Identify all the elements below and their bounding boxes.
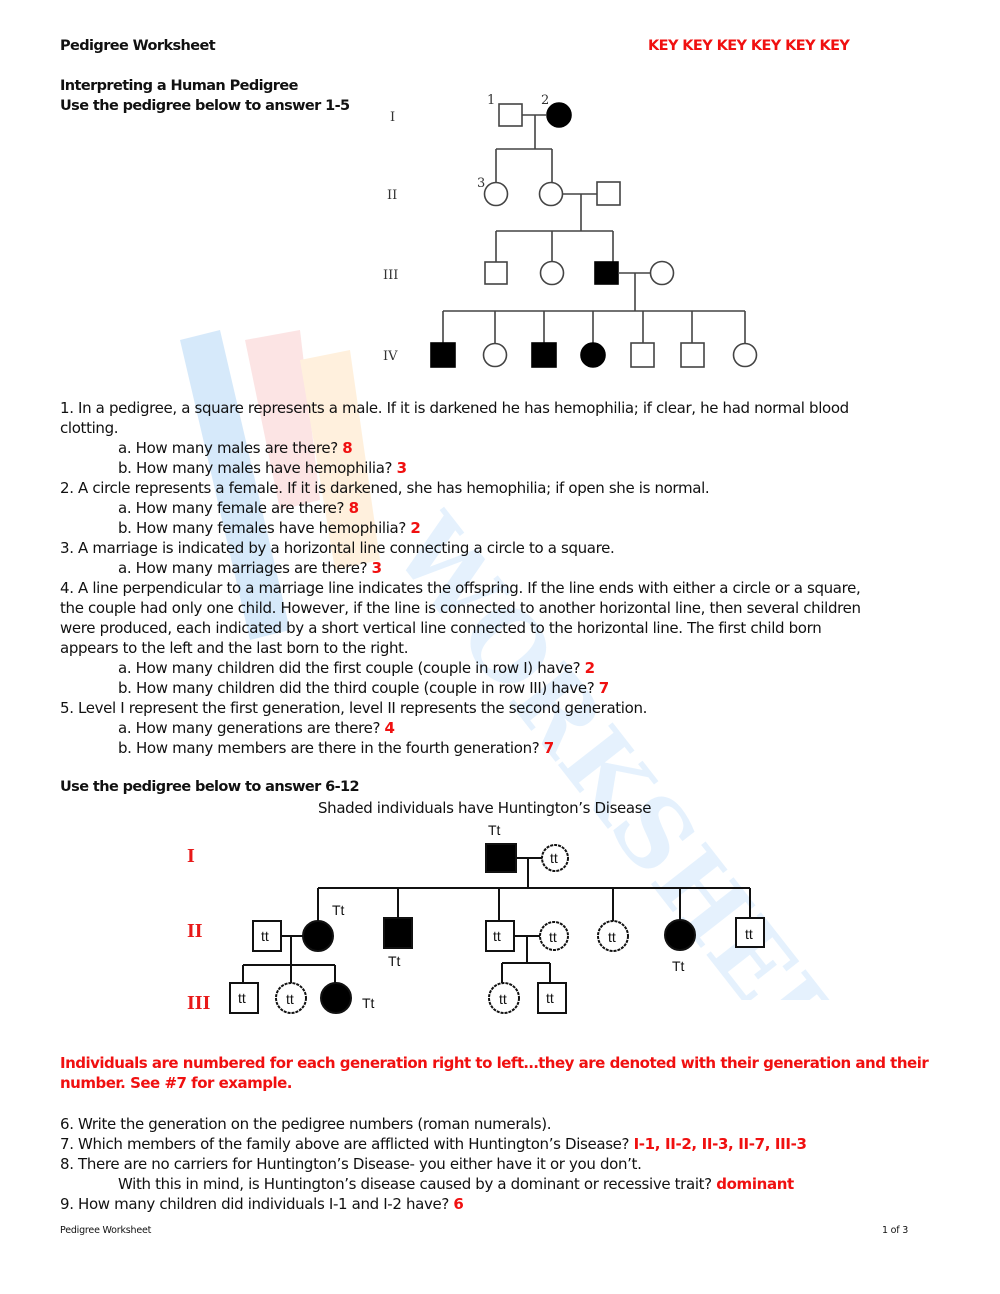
- individual-number-2: 2: [541, 93, 549, 108]
- page-number: 1 of 3: [882, 1225, 909, 1236]
- question-5a: a. How many generations are there? 4: [118, 719, 395, 737]
- individual-number-3: 3: [477, 176, 485, 191]
- answer-4b: 7: [598, 679, 609, 697]
- question-4b: b. How many children did the third coupl…: [118, 679, 609, 697]
- generation-label-III: III: [383, 268, 398, 283]
- generation-label-III: III: [187, 992, 211, 1014]
- pedigree-chart-hemophilia: I II III IV 1 2 3: [383, 93, 758, 368]
- numbering-note-line1: Individuals are numbered for each genera…: [60, 1054, 929, 1072]
- section1-instruction: Use the pedigree below to answer 1-5: [60, 98, 350, 114]
- generation-label-II: II: [387, 188, 397, 203]
- question-1: 1. In a pedigree, a square represents a …: [60, 399, 849, 417]
- genotype-label: tt: [550, 850, 558, 866]
- answer-key-banner: KEY KEY KEY KEY KEY KEY: [648, 38, 850, 54]
- individual-number-1: 1: [487, 93, 495, 108]
- genotype-label: tt: [608, 929, 616, 945]
- pedigree-caption: Shaded individuals have Huntington’s Dis…: [318, 799, 652, 817]
- answer-2b: 2: [410, 519, 421, 537]
- generation-label-I: I: [187, 845, 195, 867]
- section2-instruction: Use the pedigree below to answer 6-12: [60, 779, 360, 795]
- question-5b: b. How many members are there in the fou…: [118, 739, 554, 757]
- section-heading: Interpreting a Human Pedigree: [60, 78, 298, 94]
- genotype-label: tt: [238, 990, 246, 1006]
- answer-3a: 3: [371, 559, 382, 577]
- genotype-label: Tt: [488, 822, 501, 838]
- question-3: 3. A marriage is indicated by a horizont…: [60, 539, 615, 557]
- numbering-note-line2: number. See #7 for example.: [60, 1074, 292, 1092]
- answer-5a: 4: [384, 719, 395, 737]
- question-7: 7. Which members of the family above are…: [60, 1135, 807, 1153]
- genotype-label: tt: [261, 928, 269, 944]
- genotype-label: Tt: [672, 958, 685, 974]
- pedigree-chart-huntingtons: I II III Tt tt Tt tt Tt tt tt tt Tt tt t…: [187, 822, 765, 1014]
- footer-title: Pedigree Worksheet: [60, 1225, 152, 1236]
- genotype-label: tt: [745, 926, 753, 942]
- question-4-line1: 4. A line perpendicular to a marriage li…: [60, 579, 861, 597]
- question-8: 8. There are no carriers for Huntington’…: [60, 1155, 642, 1173]
- question-2a: a. How many female are there? 8: [118, 499, 359, 517]
- question-1a: a. How many males are there? 8: [118, 439, 353, 457]
- genotype-label: Tt: [362, 995, 375, 1011]
- answer-8: dominant: [716, 1175, 794, 1193]
- genotype-label: tt: [499, 991, 507, 1007]
- question-8-followup: With this in mind, is Huntington’s disea…: [118, 1175, 794, 1193]
- answer-5b: 7: [543, 739, 554, 757]
- question-5: 5. Level I represent the first generatio…: [60, 699, 648, 717]
- question-9: 9. How many children did individuals I-1…: [60, 1195, 464, 1213]
- answer-7: I-1, II-2, II-3, II-7, III-3: [633, 1135, 807, 1153]
- genotype-label: tt: [549, 929, 557, 945]
- question-4-line2: the couple had only one child. However, …: [60, 599, 861, 617]
- answer-4a: 2: [584, 659, 595, 677]
- generation-label-II: II: [187, 920, 203, 942]
- question-1-cont: clotting.: [60, 419, 119, 437]
- question-6: 6. Write the generation on the pedigree …: [60, 1115, 552, 1133]
- genotype-label: tt: [286, 991, 294, 1007]
- question-4-line3: were produced, each indicated by a short…: [60, 619, 822, 637]
- answer-2a: 8: [348, 499, 359, 517]
- question-3a: a. How many marriages are there? 3: [118, 559, 382, 577]
- genotype-label: tt: [546, 990, 554, 1006]
- question-4-line4: appears to the left and the last born to…: [60, 639, 409, 657]
- question-4a: a. How many children did the first coupl…: [118, 659, 595, 677]
- answer-1b: 3: [396, 459, 407, 477]
- genotype-label: Tt: [332, 902, 345, 918]
- answer-9: 6: [453, 1195, 464, 1213]
- genotype-label: tt: [493, 928, 501, 944]
- generation-label-I: I: [390, 110, 395, 125]
- question-2b: b. How many females have hemophilia? 2: [118, 519, 421, 537]
- document-title: Pedigree Worksheet: [60, 38, 216, 54]
- generation-label-IV: IV: [383, 349, 398, 364]
- answer-1a: 8: [342, 439, 353, 457]
- question-1b: b. How many males have hemophilia? 3: [118, 459, 407, 477]
- genotype-label: Tt: [388, 953, 401, 969]
- question-2: 2. A circle represents a female. If it i…: [60, 479, 710, 497]
